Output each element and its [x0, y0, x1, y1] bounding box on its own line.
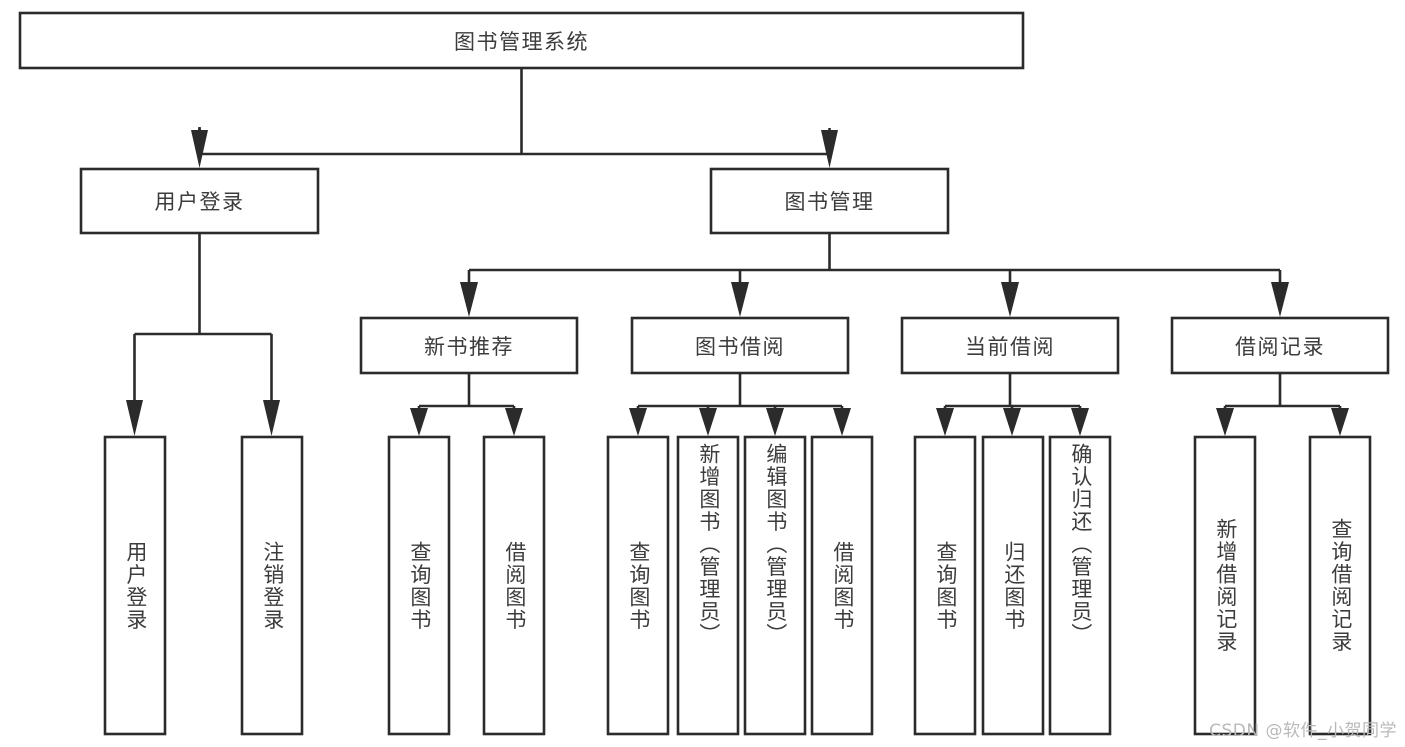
node-box-leaf-edit-book[interactable]	[743, 435, 807, 736]
node-box-leaf-borrow-book-2[interactable]	[810, 435, 874, 736]
node-box-book-manage[interactable]	[709, 167, 950, 235]
node-box-root[interactable]	[18, 11, 1025, 70]
node-box-leaf-query-book-2[interactable]	[606, 435, 670, 736]
arrow-to-leaf-add-record	[1216, 408, 1234, 436]
arrow-to-book-borrow	[731, 282, 749, 317]
connector-group-user-login	[126, 233, 280, 436]
node-box-book-borrow[interactable]	[630, 316, 850, 375]
connector-group-root	[191, 68, 838, 168]
arrow-to-current-borrow	[1001, 282, 1019, 317]
arrow-root-to-book-manage	[821, 130, 838, 168]
node-box-leaf-add-book[interactable]	[676, 435, 740, 736]
arrow-to-leaf-query-book-3	[936, 408, 954, 436]
connector-group-book-borrow	[629, 373, 851, 436]
connector-group-new-book-recommend	[410, 373, 523, 436]
node-box-new-book-recommend[interactable]	[359, 316, 579, 375]
node-box-leaf-borrow-book-1[interactable]	[482, 435, 546, 736]
connector-group-borrow-record	[1216, 373, 1349, 436]
node-box-user-login[interactable]	[79, 167, 320, 235]
arrow-to-leaf-query-record	[1331, 408, 1349, 436]
connector-group-book-manage	[460, 233, 1289, 317]
node-box-leaf-query-book-3[interactable]	[913, 435, 977, 736]
arrow-to-leaf-borrow-book-2	[833, 408, 851, 436]
arrow-to-leaf-confirm-return	[1071, 408, 1089, 436]
node-box-leaf-query-book-1[interactable]	[387, 435, 451, 736]
node-box-leaf-user-login[interactable]	[103, 435, 167, 736]
arrow-to-leaf-add-book	[699, 408, 717, 436]
arrow-to-leaf-query-book-1	[410, 408, 428, 436]
node-box-leaf-add-record[interactable]	[1193, 435, 1257, 736]
node-box-leaf-user-logout[interactable]	[240, 435, 304, 736]
node-box-current-borrow[interactable]	[900, 316, 1120, 375]
arrow-to-leaf-edit-book	[766, 408, 784, 436]
arrow-root-to-user-login	[191, 130, 208, 168]
node-box-leaf-confirm-return[interactable]	[1048, 435, 1112, 736]
arrow-to-leaf-user-logout	[263, 400, 280, 436]
arrow-to-leaf-borrow-book-1	[505, 408, 523, 436]
arrow-to-leaf-user-login	[126, 400, 143, 436]
node-box-leaf-query-record[interactable]	[1308, 435, 1372, 736]
node-box-leaf-return-book[interactable]	[981, 435, 1045, 736]
arrow-to-leaf-return-book	[1003, 408, 1021, 436]
node-box-borrow-record[interactable]	[1170, 316, 1390, 375]
arrow-to-borrow-record	[1271, 282, 1289, 317]
arrow-to-leaf-query-book-2	[629, 408, 647, 436]
csdn-watermark: CSDN @软件_小贺同学	[1209, 721, 1397, 741]
arrow-to-new-book-recommend	[460, 282, 478, 317]
connector-group-current-borrow	[936, 373, 1089, 436]
